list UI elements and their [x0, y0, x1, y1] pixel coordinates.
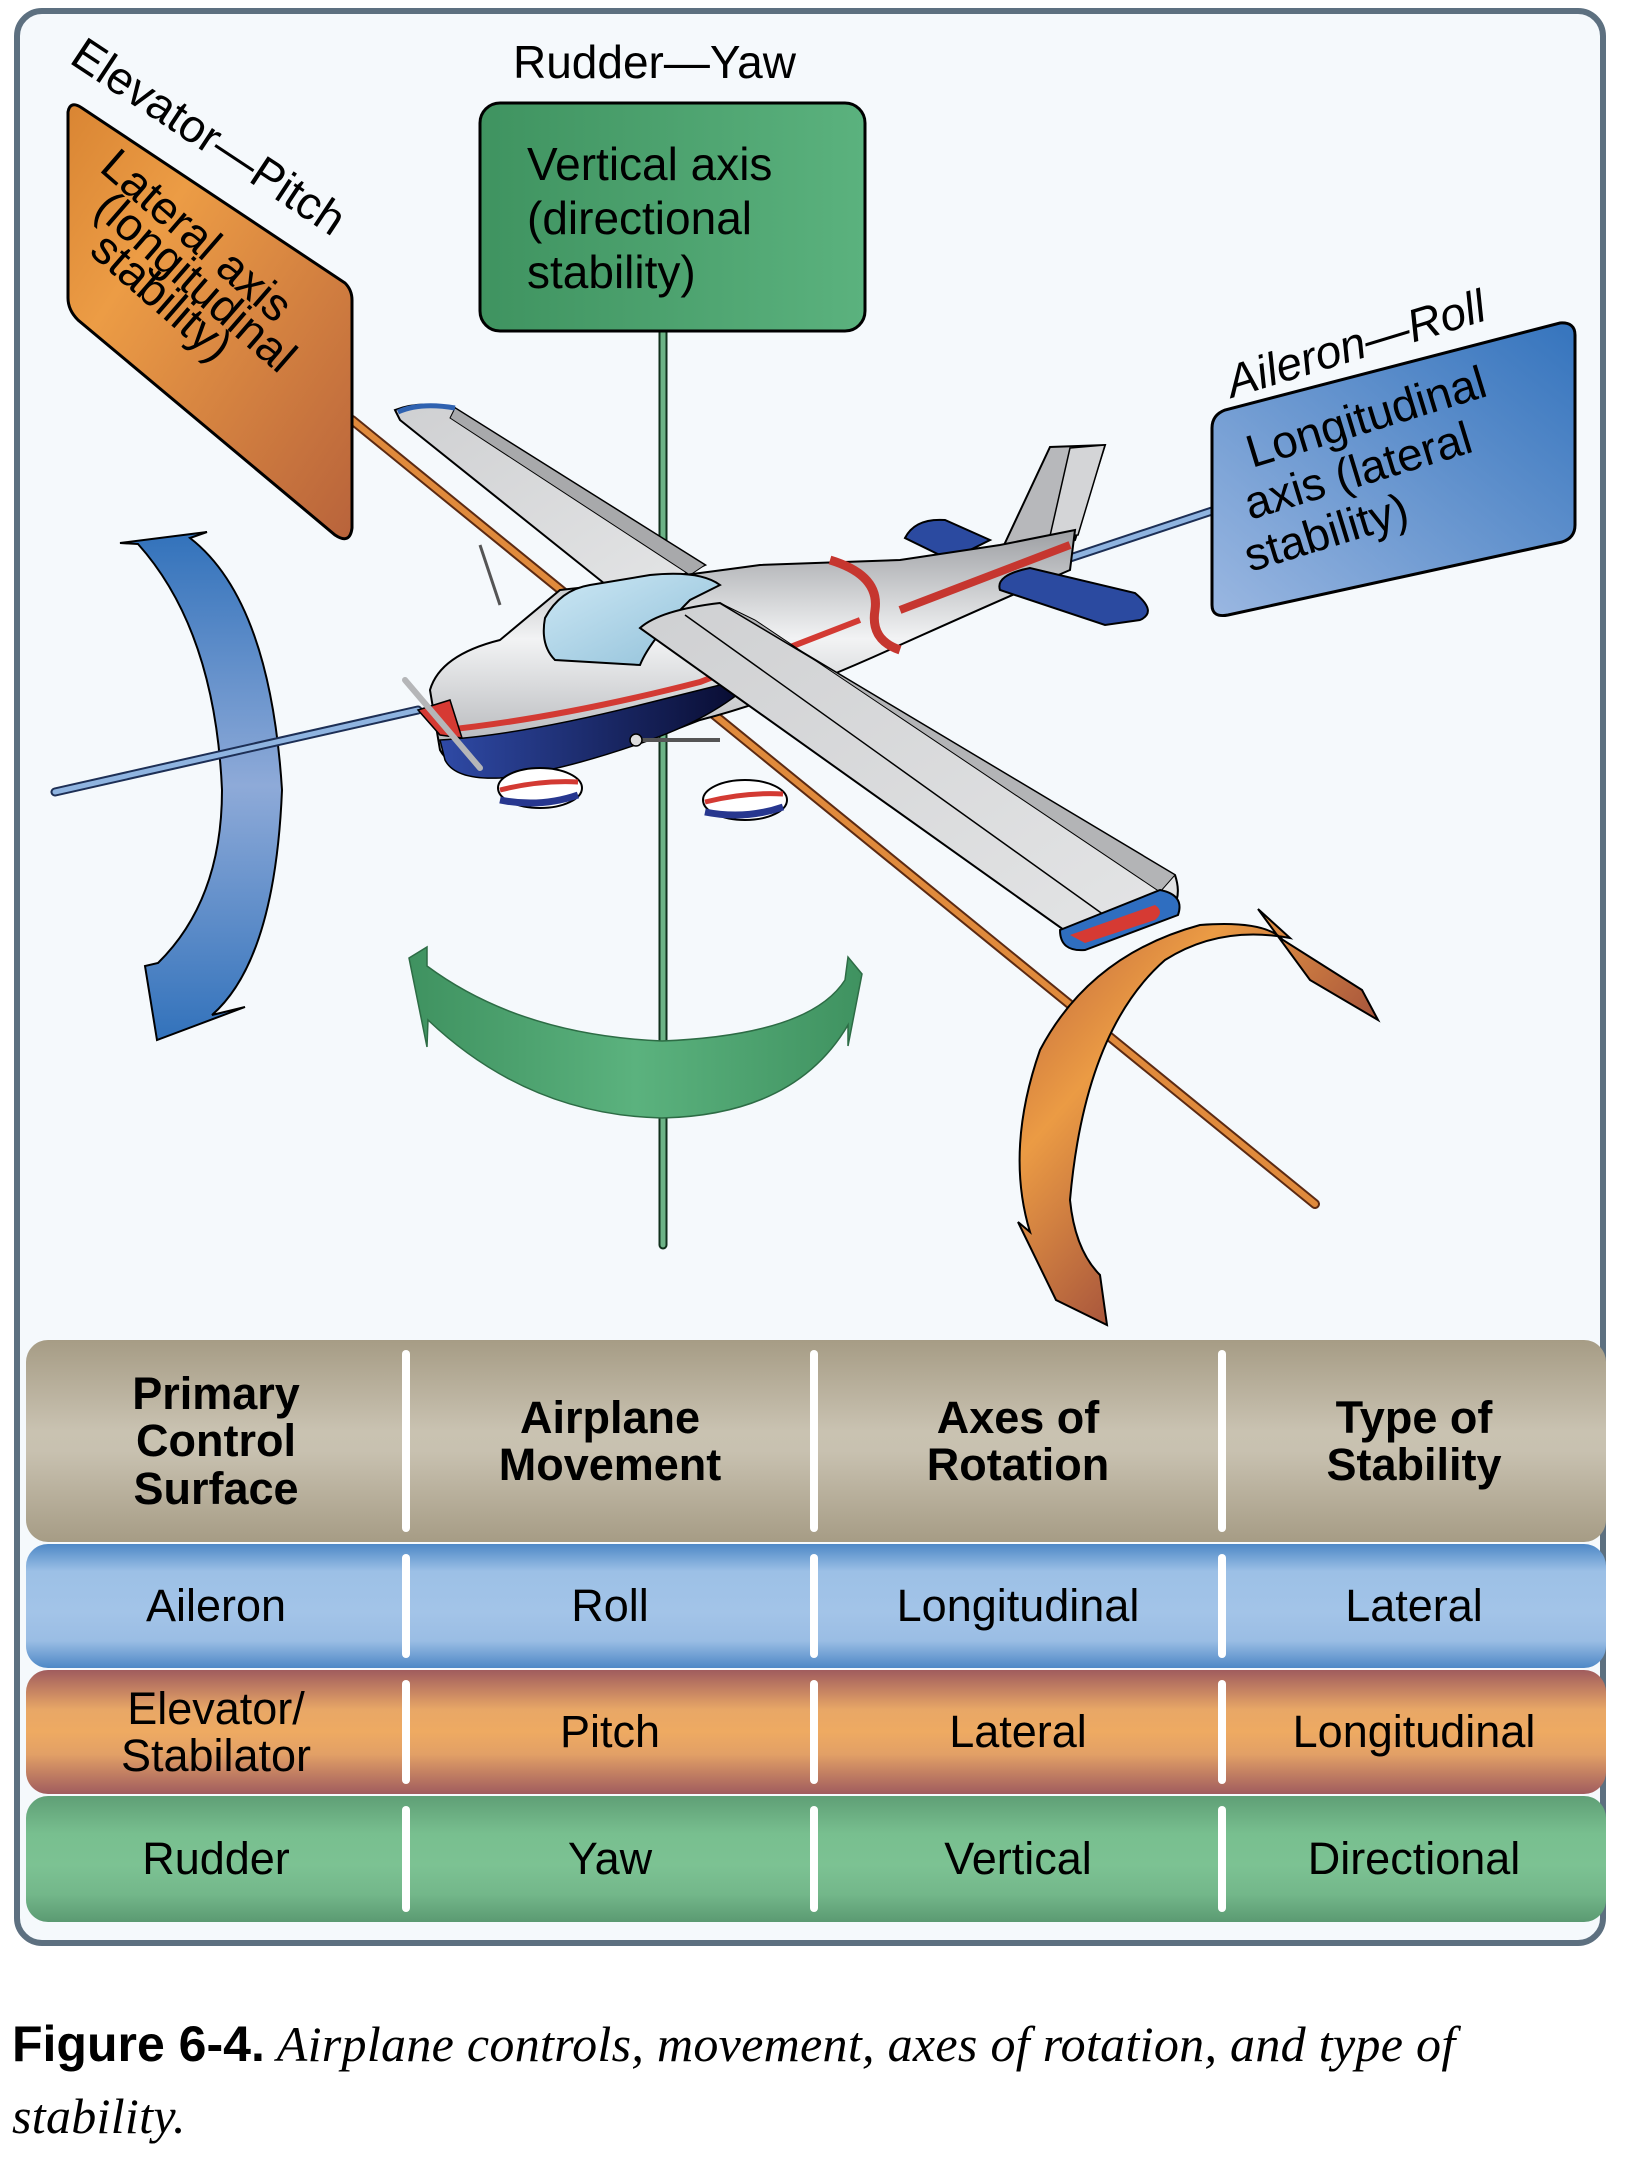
- table-cell: Pitch: [402, 1670, 814, 1794]
- header-axes-of-rotation: Axes of Rotation: [810, 1340, 1222, 1542]
- table-row-aileron: Aileron Roll Longitudinal Lateral: [26, 1544, 1606, 1668]
- header-type-of-stability: Type of Stability: [1218, 1340, 1606, 1542]
- airplane: [393, 403, 1181, 952]
- table-cell: Rudder: [142, 1833, 290, 1885]
- table-row-rudder: Rudder Yaw Vertical Directional: [26, 1796, 1606, 1922]
- table-cell: Lateral: [1218, 1544, 1606, 1668]
- table-row-elevator: Elevator/ Stabilator Pitch Lateral Longi…: [26, 1670, 1606, 1794]
- airplane-axes-illustration: Elevator—Pitch Lateral axis (longitudina…: [50, 27, 1577, 1327]
- table-cell: Aileron: [145, 1580, 287, 1632]
- table-cell: Roll: [402, 1544, 814, 1668]
- table-cell: Elevator/ Stabilator: [120, 1682, 312, 1781]
- table-cell: Longitudinal: [1218, 1670, 1606, 1794]
- header-airplane-movement: Airplane Movement: [402, 1340, 814, 1542]
- table-cell: Yaw: [402, 1796, 814, 1922]
- yaw-rotation-arrow: [408, 945, 863, 1119]
- figure-caption: Figure 6-4. Airplane controls, movement,…: [12, 2008, 1622, 2152]
- table-header-row: Primary Control Surface Airplane Movemen…: [26, 1340, 1606, 1542]
- aileron-roll-sign: Aileron—Roll Longitudinal axis (lateral …: [1210, 279, 1577, 617]
- rudder-sign-line-1: Vertical axis: [527, 138, 772, 190]
- caption-text: Airplane controls, movement, axes of rot…: [12, 2016, 1456, 2144]
- table-cell: Vertical: [810, 1796, 1222, 1922]
- rudder-yaw-sign: Rudder—Yaw Vertical axis (directional st…: [478, 36, 867, 333]
- rudder-heading: Rudder—Yaw: [513, 36, 797, 88]
- header-primary-control-surface: Primary Control Surface: [132, 1368, 300, 1514]
- rudder-sign-line-3: stability): [527, 246, 696, 298]
- table-cell: Directional: [1218, 1796, 1606, 1922]
- rudder-sign-line-2: (directional: [527, 192, 752, 244]
- table-cell: Longitudinal: [810, 1544, 1222, 1668]
- table-cell: Lateral: [810, 1670, 1222, 1794]
- pitch-rotation-arrow: [119, 531, 284, 1042]
- figure-label: Figure 6-4.: [12, 2016, 265, 2072]
- elevator-pitch-sign: Elevator—Pitch Lateral axis (longitudina…: [62, 27, 356, 541]
- roll-rotation-arrow: [1017, 908, 1381, 1327]
- controls-summary-table: Primary Control Surface Airplane Movemen…: [26, 1340, 1606, 1924]
